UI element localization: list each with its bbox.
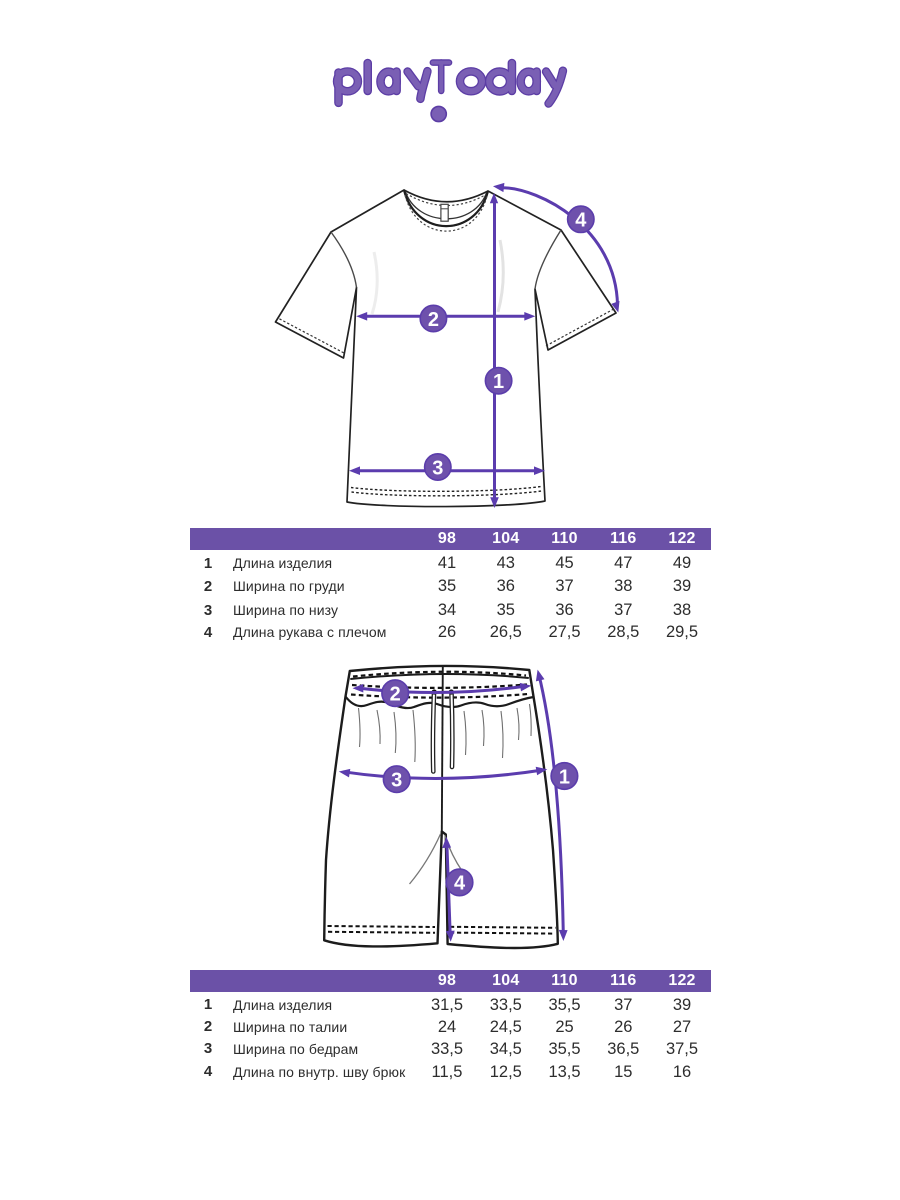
svg-text:4: 4	[575, 210, 587, 232]
svg-text:1: 1	[559, 766, 570, 788]
svg-text:2: 2	[390, 684, 401, 706]
svg-text:1: 1	[493, 371, 504, 393]
svg-text:4: 4	[454, 873, 466, 895]
svg-text:3: 3	[391, 770, 402, 792]
svg-text:2: 2	[428, 309, 439, 331]
svg-text:3: 3	[432, 457, 443, 479]
